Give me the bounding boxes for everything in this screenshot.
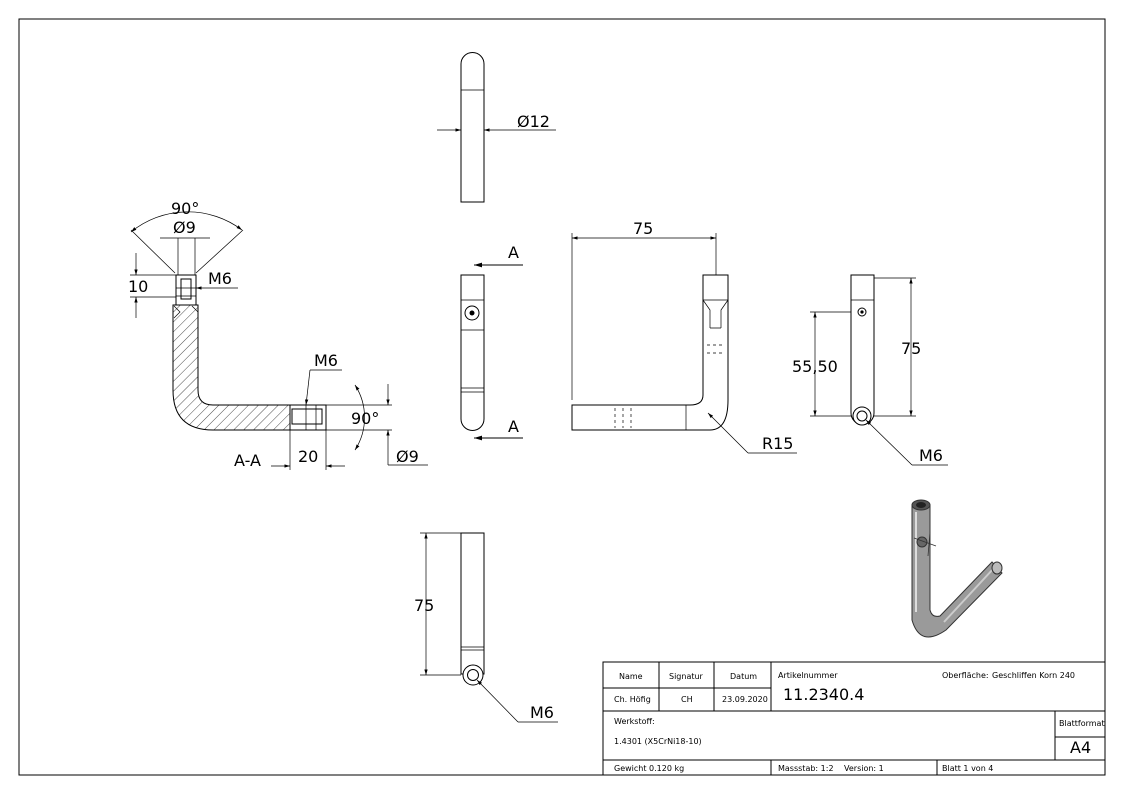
right-pos: 55,50 bbox=[792, 357, 838, 376]
bottom-view: 75 M6 bbox=[414, 532, 558, 723]
isometric-view bbox=[911, 499, 1003, 638]
section-angle-side: 90° bbox=[351, 409, 379, 428]
datum-value: 23.09.2020 bbox=[722, 695, 768, 704]
name-value: Ch. Höfig bbox=[614, 695, 651, 704]
section-view: 90° Ø9 10 M6 M6 90° Ø9 20 A-A bbox=[128, 199, 428, 470]
section-label: A-A bbox=[234, 451, 261, 470]
name-label: Name bbox=[619, 672, 643, 681]
right-height: 75 bbox=[901, 339, 921, 358]
bottom-height: 75 bbox=[414, 596, 434, 615]
artikel-value: 11.2340.4 bbox=[783, 685, 864, 704]
gewicht: Gewicht 0.120 kg bbox=[614, 764, 684, 773]
side-view: 75 R15 bbox=[571, 219, 797, 454]
section-thread-top: M6 bbox=[208, 269, 232, 288]
side-radius: R15 bbox=[762, 434, 793, 453]
signatur-label: Signatur bbox=[669, 672, 704, 681]
right-thread: M6 bbox=[919, 446, 943, 465]
datum-label: Datum bbox=[730, 672, 757, 681]
signatur-value: CH bbox=[681, 695, 693, 704]
artikel-label: Artikelnummer bbox=[778, 671, 838, 680]
section-dia-top: Ø9 bbox=[173, 218, 196, 237]
title-block: Name Signatur Datum Artikelnummer Oberfl… bbox=[602, 661, 1106, 776]
front-cut-bottom: A bbox=[508, 417, 519, 436]
side-width: 75 bbox=[633, 219, 653, 238]
section-length: 20 bbox=[298, 447, 318, 466]
section-dia-side: Ø9 bbox=[396, 447, 419, 466]
right-view: 75 55,50 M6 bbox=[792, 274, 948, 466]
section-thread-side: M6 bbox=[314, 351, 338, 370]
section-depth: 10 bbox=[128, 277, 148, 296]
version: Version: 1 bbox=[844, 764, 884, 773]
top-dia-label: Ø12 bbox=[517, 112, 550, 131]
werkstoff-label: Werkstoff: bbox=[614, 717, 655, 726]
bottom-thread: M6 bbox=[530, 703, 554, 722]
oberflaeche-label: Oberfläche: bbox=[942, 671, 989, 680]
front-cut-top: A bbox=[508, 243, 519, 262]
massstab: Massstab: 1:2 bbox=[778, 764, 834, 773]
front-view: A A bbox=[460, 243, 523, 441]
sheet-border bbox=[18, 18, 1106, 776]
oberflaeche-value: Geschliffen Korn 240 bbox=[992, 671, 1075, 680]
blatt: Blatt 1 von 4 bbox=[942, 764, 993, 773]
blattformat-value: A4 bbox=[1070, 738, 1091, 757]
top-view: Ø12 bbox=[437, 52, 556, 203]
blattformat-label: Blattformat bbox=[1059, 719, 1105, 728]
werkstoff-value: 1.4301 (X5CrNi18-10) bbox=[614, 737, 702, 746]
section-angle-top: 90° bbox=[171, 199, 199, 218]
